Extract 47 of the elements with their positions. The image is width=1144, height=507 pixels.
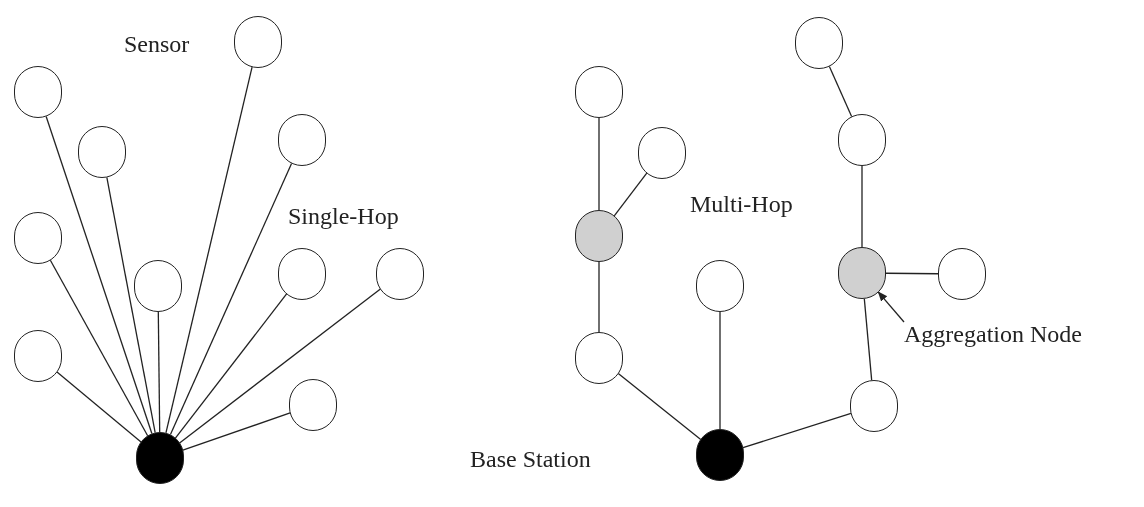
diagram-label: Base Station	[470, 445, 591, 474]
diagram-label: Single-Hop	[288, 202, 399, 231]
link-line	[49, 259, 149, 437]
link-line	[828, 65, 853, 118]
link-line	[598, 261, 600, 333]
link-line	[598, 117, 600, 211]
link-line	[56, 371, 142, 443]
sensor-node	[838, 114, 886, 166]
diagram-label: Multi-Hop	[690, 190, 793, 219]
link-line	[169, 162, 293, 436]
sensor-node	[134, 260, 182, 312]
link-line	[174, 293, 288, 439]
sensor-node	[795, 17, 843, 69]
callout-label: Aggregation Node	[904, 321, 1082, 347]
aggregation-node	[575, 210, 623, 262]
aggregation-node	[838, 247, 886, 299]
link-line	[106, 176, 156, 434]
leader-line	[877, 291, 905, 323]
link-line	[617, 372, 702, 441]
sensor-node	[638, 127, 686, 179]
link-line	[863, 298, 873, 381]
sensor-node	[938, 248, 986, 300]
sensor-node	[289, 379, 337, 431]
sensor-node	[14, 212, 62, 264]
sensor-node	[376, 248, 424, 300]
link-line	[157, 311, 161, 433]
link-line	[861, 165, 863, 248]
diagram-label: Sensor	[124, 30, 190, 59]
link-line	[182, 412, 291, 451]
base-station-node	[136, 432, 184, 484]
sensor-node	[78, 126, 126, 178]
sensor-node	[14, 66, 62, 118]
sensor-node	[278, 114, 326, 166]
sensor-node	[696, 260, 744, 312]
link-line	[613, 172, 648, 217]
sensor-node	[575, 332, 623, 384]
sensor-node	[850, 380, 898, 432]
sensor-node	[234, 16, 282, 68]
link-line	[885, 272, 939, 275]
sensor-node	[278, 248, 326, 300]
link-line	[165, 66, 253, 434]
link-line	[178, 288, 382, 444]
base-station-node	[696, 429, 744, 481]
sensor-node	[14, 330, 62, 382]
sensor-node	[575, 66, 623, 118]
link-line	[742, 412, 852, 449]
link-line	[719, 311, 721, 430]
